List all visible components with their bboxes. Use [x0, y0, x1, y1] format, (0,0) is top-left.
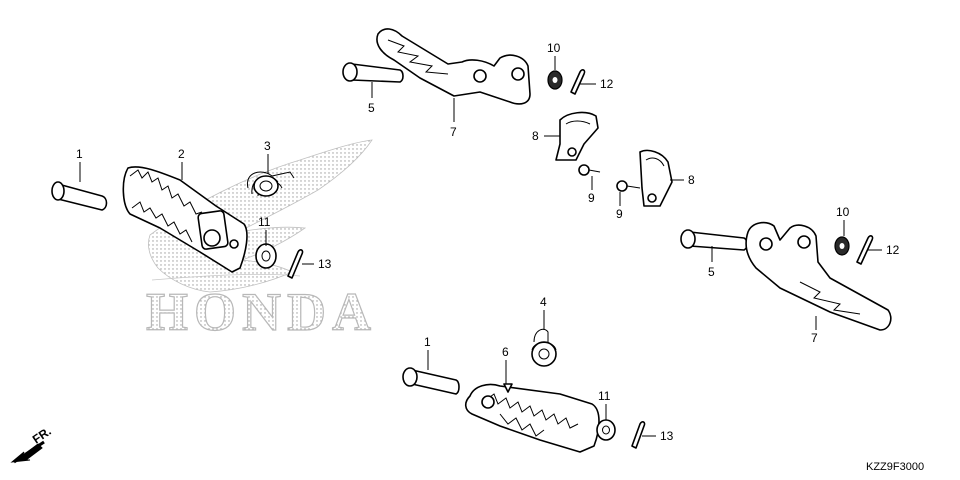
bolt-5-upper	[342, 62, 404, 83]
callout-8-lower: 8	[688, 173, 695, 187]
pin-1-left	[51, 181, 108, 211]
callout-9-upper: 9	[588, 191, 595, 205]
bracket-7-upper	[376, 28, 531, 105]
footpeg-2	[122, 166, 248, 273]
screw-9-lower	[616, 180, 641, 192]
callout-10-right: 10	[836, 205, 850, 219]
front-direction-arrow: FR.	[10, 424, 54, 464]
pin-1-lower	[402, 367, 460, 395]
callout-9-lower: 9	[616, 207, 623, 221]
callout-numbers: 1 2 3 11 13 5 7 10 12 8 9 9 8 10 12 5 7 …	[76, 41, 900, 443]
washer-11-lower	[596, 419, 616, 441]
footpeg-6	[464, 383, 600, 453]
washer-10-right	[834, 236, 850, 256]
callout-1-left: 1	[76, 147, 83, 161]
screw-9-upper	[578, 164, 601, 176]
callout-3: 3	[264, 139, 271, 153]
cotter-pin-12-upper	[570, 69, 586, 95]
callout-12-right: 12	[886, 243, 900, 257]
callout-11-lower: 11	[598, 389, 611, 403]
callout-5-right: 5	[708, 265, 715, 279]
washer-11-left	[255, 243, 277, 269]
callout-7-right: 7	[811, 331, 818, 345]
direction-label: FR.	[30, 424, 54, 446]
callout-12-upper: 12	[600, 77, 614, 91]
callout-7-upper: 7	[450, 125, 457, 139]
callout-5-upper: 5	[368, 101, 375, 115]
callout-10-upper: 10	[547, 41, 561, 55]
spring-4	[531, 328, 557, 367]
spring-3	[246, 171, 295, 197]
cotter-pin-13-left	[287, 249, 304, 279]
bracket-7-right	[745, 221, 892, 331]
cotter-pin-13-lower	[631, 421, 646, 449]
clamp-8-upper	[555, 111, 599, 161]
callout-8-upper: 8	[532, 129, 539, 143]
washer-10-upper	[547, 70, 563, 90]
callout-13-lower: 13	[660, 429, 674, 443]
callout-6: 6	[502, 345, 509, 359]
callout-1-lower: 1	[424, 335, 431, 349]
watermark-text: HONDA	[146, 282, 377, 342]
clamp-8-lower	[639, 149, 673, 207]
leader-lines	[79, 56, 882, 437]
callout-4: 4	[540, 295, 547, 309]
callout-13-left: 13	[318, 257, 332, 271]
bolt-5-right	[680, 229, 748, 251]
diagram-code: KZZ9F3000	[866, 461, 924, 473]
cotter-pin-12-right	[856, 235, 874, 265]
callout-11-left: 11	[258, 215, 271, 229]
callout-2: 2	[178, 147, 185, 161]
